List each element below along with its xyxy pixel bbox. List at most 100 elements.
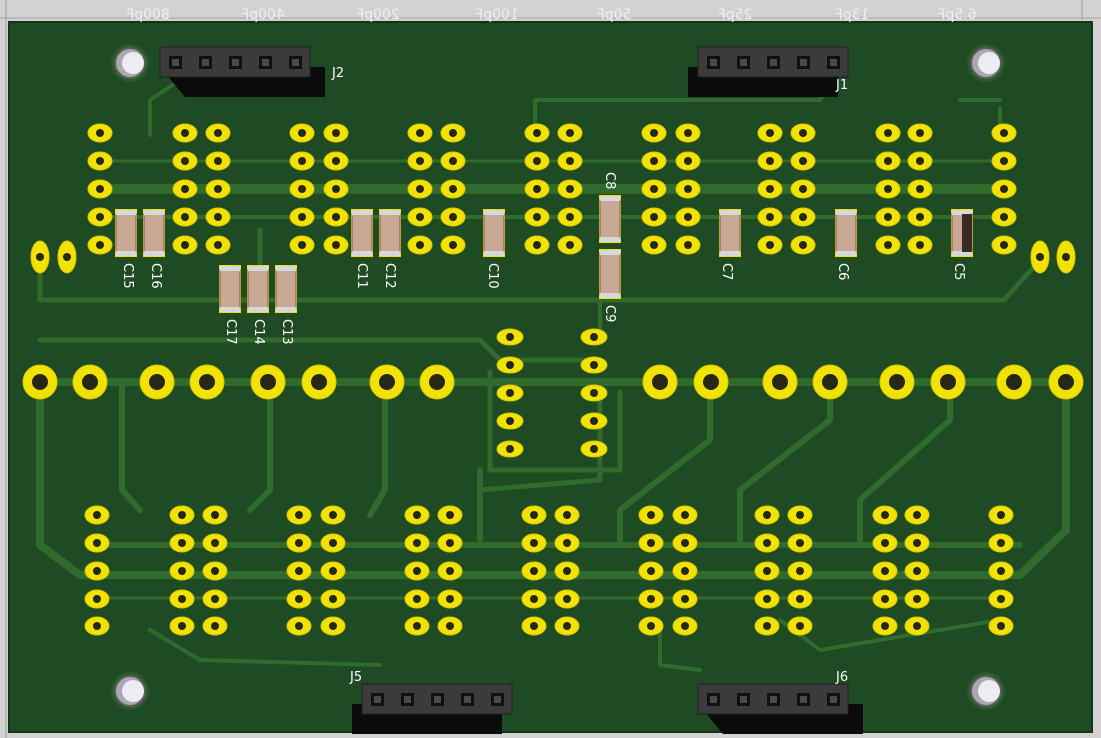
trace: [658, 628, 702, 672]
through-hole-pad-icon: [211, 539, 219, 547]
through-hole-pad-icon: [379, 374, 395, 390]
through-hole-pad-icon: [332, 157, 340, 165]
smd-capacitor-icon: [836, 251, 856, 256]
pin-header-icon: [740, 696, 747, 703]
smd-capacitor-icon: [836, 210, 856, 215]
through-hole-pad-icon: [796, 595, 804, 603]
trace: [617, 392, 713, 543]
through-hole-pad-icon: [913, 539, 921, 547]
smd-capacitor-icon: [952, 210, 972, 215]
through-hole-pad-icon: [446, 595, 454, 603]
smd-capacitor-icon: [276, 307, 296, 312]
through-hole-pad-icon: [329, 595, 337, 603]
through-hole-pad-icon: [214, 185, 222, 193]
smd-capacitor-icon: [600, 196, 620, 201]
through-hole-pad-icon: [446, 511, 454, 519]
through-hole-pad-icon: [763, 622, 771, 630]
through-hole-pad-icon: [763, 539, 771, 547]
through-hole-pads: [22, 123, 1084, 636]
through-hole-pad-icon: [533, 157, 541, 165]
through-hole-pad-icon: [884, 185, 892, 193]
copper-traces: [36, 78, 1070, 672]
through-hole-pad-icon: [799, 185, 807, 193]
pin-header-icon: [262, 59, 269, 66]
through-hole-pad-icon: [506, 333, 514, 341]
capacitor-label: C15: [120, 263, 135, 289]
smd-capacitor-icon: [600, 293, 620, 298]
smd-capacitor-icon: [144, 210, 164, 215]
smd-capacitor-icon: [275, 269, 297, 309]
through-hole-pad-icon: [298, 157, 306, 165]
smd-capacitor-icon: [483, 213, 505, 253]
through-hole-pad-icon: [681, 567, 689, 575]
capacitor-label: C11: [354, 263, 369, 289]
through-hole-pad-icon: [211, 511, 219, 519]
pin-header-icon: [464, 696, 471, 703]
pin-header-icon: [800, 696, 807, 703]
through-hole-pad-icon: [329, 567, 337, 575]
through-hole-pad-icon: [530, 595, 538, 603]
smd-capacitor-icon: [599, 253, 621, 295]
through-hole-pad-icon: [563, 539, 571, 547]
through-hole-pad-icon: [413, 511, 421, 519]
through-hole-pad-icon: [449, 185, 457, 193]
through-hole-pad-icon: [884, 129, 892, 137]
through-hole-pad-icon: [329, 511, 337, 519]
pin-header-icon: [374, 696, 381, 703]
through-hole-pad-icon: [1058, 374, 1074, 390]
smd-capacitor-icon: [248, 307, 268, 312]
through-hole-pad-icon: [181, 157, 189, 165]
mounting-hole-icon: [978, 680, 1000, 702]
through-hole-pad-icon: [913, 511, 921, 519]
through-hole-pad-icon: [884, 241, 892, 249]
connector-label: J6: [835, 670, 848, 685]
mirrored-value-label: 6.5pF: [937, 7, 976, 23]
through-hole-pad-icon: [96, 129, 104, 137]
through-hole-pad-icon: [449, 241, 457, 249]
through-hole-pad-icon: [449, 157, 457, 165]
pin-header-icon: [800, 59, 807, 66]
through-hole-pad-icon: [214, 213, 222, 221]
pin-header-icon: [770, 59, 777, 66]
pin-header-icon: [202, 59, 209, 66]
through-hole-pad-icon: [96, 213, 104, 221]
through-hole-pad-icon: [650, 185, 658, 193]
capacitor-label: C7: [719, 263, 734, 280]
smd-capacitor-icon: [351, 213, 373, 253]
connector-label: J5: [349, 670, 362, 685]
through-hole-pad-icon: [530, 622, 538, 630]
smd-capacitor-icon: [835, 213, 857, 253]
through-hole-pad-icon: [881, 511, 889, 519]
through-hole-pad-icon: [684, 213, 692, 221]
through-hole-pad-icon: [416, 213, 424, 221]
through-hole-pad-icon: [799, 129, 807, 137]
through-hole-pad-icon: [332, 185, 340, 193]
through-hole-pad-icon: [563, 567, 571, 575]
through-hole-pad-icon: [763, 567, 771, 575]
capacitor-label: C16: [148, 263, 163, 289]
through-hole-pad-icon: [913, 595, 921, 603]
through-hole-pad-icon: [1036, 253, 1044, 261]
through-hole-pad-icon: [796, 539, 804, 547]
through-hole-pad-icon: [647, 567, 655, 575]
through-hole-pad-icon: [149, 374, 165, 390]
capacitor-label: C14: [251, 319, 266, 345]
smd-capacitor-icon: [247, 269, 269, 309]
through-hole-pad-icon: [329, 539, 337, 547]
through-hole-pad-icon: [703, 374, 719, 390]
through-hole-pad-icon: [416, 241, 424, 249]
through-hole-pad-icon: [681, 539, 689, 547]
trace: [148, 628, 382, 667]
pin-header-icon: [172, 59, 179, 66]
through-hole-pad-icon: [566, 213, 574, 221]
through-hole-pad-icon: [799, 213, 807, 221]
through-hole-pad-icon: [566, 241, 574, 249]
smd-capacitor-icon: [276, 266, 296, 271]
through-hole-pad-icon: [178, 511, 186, 519]
mounting-holes: [111, 44, 1005, 710]
through-hole-pad-icon: [178, 567, 186, 575]
through-hole-pad-icon: [881, 539, 889, 547]
mirrored-value-label: 50pF: [597, 7, 632, 23]
